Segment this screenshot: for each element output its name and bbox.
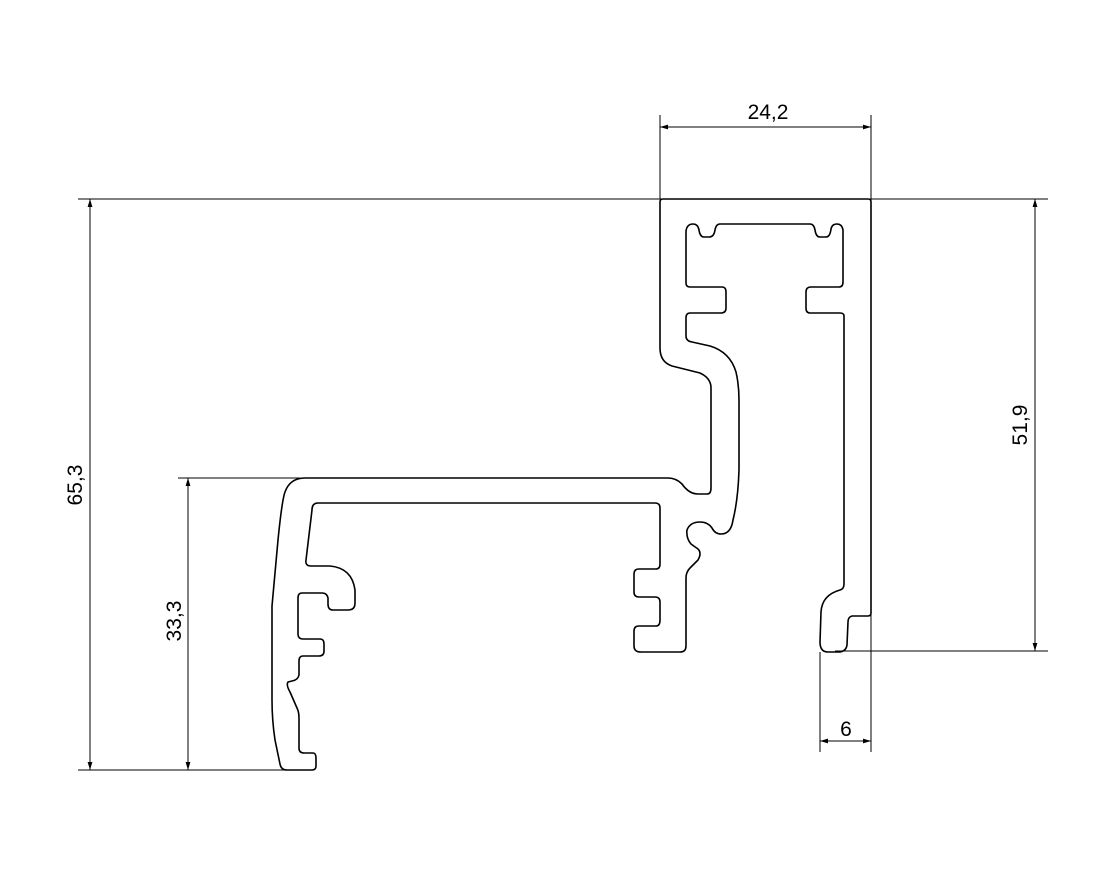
dim-label-total-height: 65,3 <box>64 465 87 506</box>
extension-lines <box>78 115 1048 771</box>
dim-label-lower-height: 33,3 <box>163 601 186 642</box>
dim-label-right-height: 51,9 <box>1009 405 1032 446</box>
profile-outline <box>271 198 872 771</box>
dim-label-hook-width: 6 <box>840 718 852 741</box>
dim-label-top-width: 24,2 <box>748 101 789 124</box>
